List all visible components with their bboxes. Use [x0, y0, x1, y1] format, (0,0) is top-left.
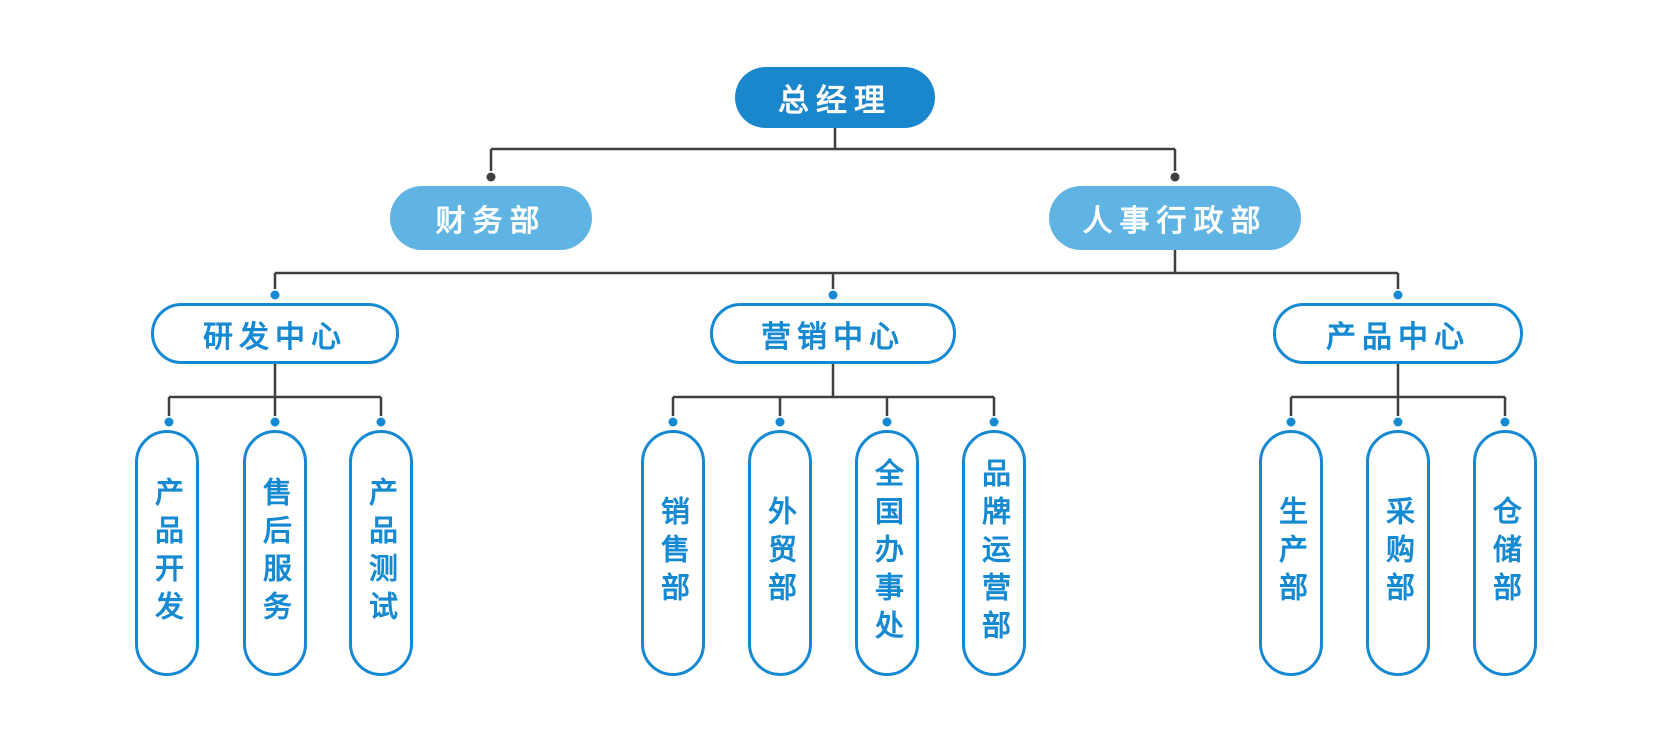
node-rd-center: 研发中心 [151, 303, 399, 364]
connector-dot [1393, 290, 1403, 300]
node-sales-dept: 销售部 [641, 430, 705, 676]
node-label: 采购部 [1381, 496, 1416, 610]
node-marketing-center: 营销中心 [710, 303, 956, 364]
connector-dot [486, 172, 496, 182]
connector-dot [668, 417, 678, 427]
connector-marketing-children [671, 364, 996, 416]
node-product-center: 产品中心 [1273, 303, 1523, 364]
connector-dot [1500, 417, 1510, 427]
node-after-sales-service: 售后服务 [243, 430, 307, 676]
node-label: 销售部 [656, 496, 691, 610]
node-label: 外贸部 [763, 496, 798, 610]
node-label: 产品中心 [1326, 319, 1470, 355]
node-label: 研发中心 [203, 319, 347, 355]
node-label: 售后服务 [258, 477, 293, 629]
node-hr-admin-dept: 人事行政部 [1049, 186, 1301, 250]
connector-rd-children [167, 364, 383, 416]
connector-dot [1393, 417, 1403, 427]
node-general-manager: 总经理 [735, 67, 935, 128]
connector-dot [270, 290, 280, 300]
connector-dot [164, 417, 174, 427]
node-brand-operations-dept: 品牌运营部 [962, 430, 1026, 676]
node-product-testing: 产品测试 [349, 430, 413, 676]
node-production-dept: 生产部 [1259, 430, 1323, 676]
node-label: 生产部 [1274, 496, 1309, 610]
node-label: 全国办事处 [870, 458, 905, 648]
node-label: 营销中心 [761, 319, 905, 355]
node-national-offices: 全国办事处 [855, 430, 919, 676]
node-label: 产品测试 [364, 477, 399, 629]
node-purchasing-dept: 采购部 [1366, 430, 1430, 676]
node-label: 仓储部 [1488, 496, 1523, 610]
node-foreign-trade-dept: 外贸部 [748, 430, 812, 676]
connector-dot [1170, 172, 1180, 182]
connector-dot [270, 417, 280, 427]
connector-dot [828, 290, 838, 300]
connector-product-children [1289, 364, 1507, 416]
connector-dot [376, 417, 386, 427]
connector-level1-to-centers [273, 250, 1400, 289]
connector-dot [989, 417, 999, 427]
node-label: 总经理 [778, 83, 892, 119]
node-label: 产品开发 [150, 477, 185, 629]
connector-dot [775, 417, 785, 427]
node-label: 品牌运营部 [977, 458, 1012, 648]
node-label: 人事行政部 [1082, 204, 1268, 239]
node-label: 财务部 [435, 204, 547, 239]
connector-dot [1286, 417, 1296, 427]
connector-root-to-level1 [489, 128, 1177, 171]
node-product-development: 产品开发 [135, 430, 199, 676]
connector-dot [882, 417, 892, 427]
node-warehouse-dept: 仓储部 [1473, 430, 1537, 676]
node-finance-dept: 财务部 [390, 186, 592, 250]
